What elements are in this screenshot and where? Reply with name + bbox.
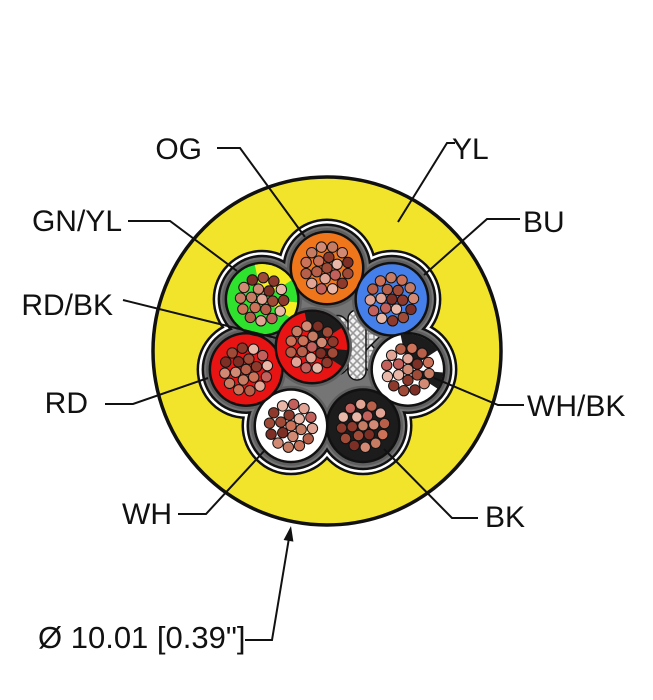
label-bk: BK: [485, 501, 525, 534]
leader-gn-yl: [128, 220, 238, 272]
conductor-gn-yl: [224, 261, 300, 337]
leader-rd-bk: [122, 299, 277, 339]
dimension-label: Ø 10.01 [0.39"]: [38, 620, 245, 655]
conductor-bundle: [196, 218, 458, 476]
leader-og: [217, 147, 306, 238]
conductor-rd: [208, 331, 284, 407]
dimension-annotation: Ø 10.01 [0.39"]: [38, 526, 294, 655]
conductor-wh: [253, 388, 329, 464]
label-og: OG: [155, 133, 202, 166]
label-yl: YL: [452, 133, 489, 166]
conductor-wh-bk: [370, 331, 446, 407]
conductor-bk: [325, 388, 401, 464]
leader-bk: [383, 448, 478, 519]
leader-wh-bk: [433, 377, 524, 406]
leader-wh: [178, 449, 266, 515]
label-wh-bk: WH/BK: [527, 390, 625, 423]
label-wh: WH: [122, 498, 172, 531]
conductor-og: [289, 230, 365, 306]
conductor-rd-bk: [274, 309, 350, 385]
leader-yl: [397, 142, 455, 223]
leader-bu: [423, 218, 520, 276]
dimension-arrow-icon: [283, 526, 294, 542]
label-rd: RD: [45, 387, 88, 420]
conductor-bu: [354, 261, 430, 337]
dimension-leader-line: [245, 537, 290, 641]
label-rd-bk: RD/BK: [21, 289, 113, 322]
label-gn-yl: GN/YL: [32, 205, 122, 238]
callout-labels: OG YL GN/YL BU RD/BK RD WH/BK WH BK: [21, 133, 625, 534]
callout-leaders: [105, 142, 524, 519]
leader-rd: [105, 377, 209, 405]
label-bu: BU: [523, 206, 565, 239]
